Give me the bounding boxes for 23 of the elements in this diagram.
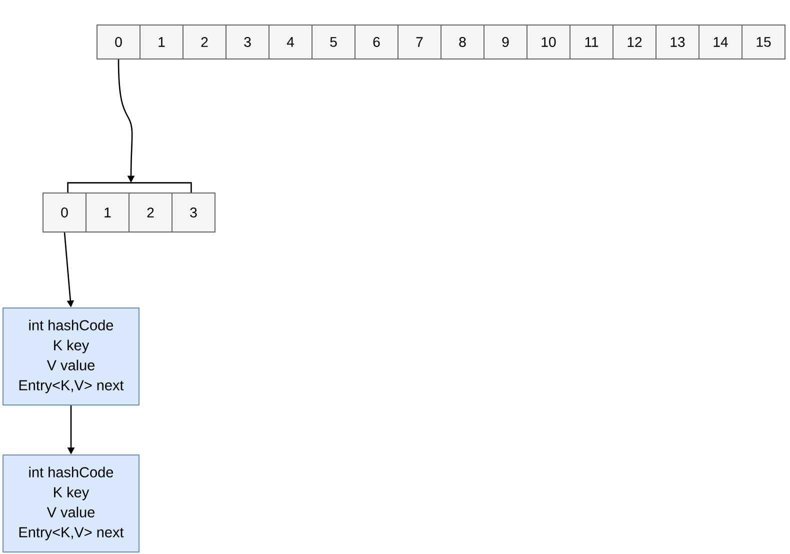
array-cell: 9 [484, 24, 528, 60]
array-cell: 3 [226, 24, 270, 60]
array-cell: 14 [698, 24, 742, 60]
array-cell: 1 [86, 192, 130, 232]
array-cell: 10 [526, 24, 570, 60]
array-cell: 6 [354, 24, 398, 60]
array-cell: 5 [312, 24, 356, 60]
array-cell: 12 [612, 24, 656, 60]
array-cell: 2 [128, 192, 172, 232]
bracket [67, 182, 192, 194]
array-cell: 4 [268, 24, 312, 60]
array-cell: 2 [182, 24, 226, 60]
array-cell: 15 [742, 24, 786, 60]
array-cell: 11 [570, 24, 614, 60]
entry-box: int hashCode K key V value Entry<K,V> next [2, 454, 140, 552]
array-cell: 7 [398, 24, 442, 60]
array-cell: 13 [656, 24, 700, 60]
array-cell: 0 [42, 192, 86, 232]
array-cell: 8 [440, 24, 484, 60]
entry-box: int hashCode K key V value Entry<K,V> next [2, 308, 140, 406]
array-cell: 3 [172, 192, 216, 232]
array-cell: 1 [140, 24, 184, 60]
array-cell: 0 [96, 24, 140, 60]
